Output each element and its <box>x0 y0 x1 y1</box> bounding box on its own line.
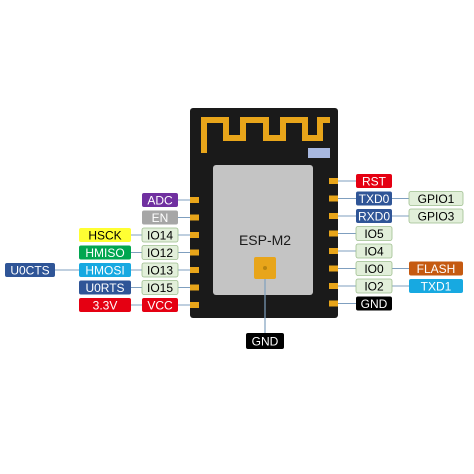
func-label-gpio3: GPIO3 <box>418 209 455 223</box>
pin-label-adc: ADC <box>147 193 173 207</box>
pad-io5 <box>329 230 338 237</box>
pad-io4 <box>329 248 338 254</box>
pad-gnd <box>329 300 338 307</box>
func-label-u0rts-bg <box>79 280 131 295</box>
pin-label-io5-bg <box>355 226 393 241</box>
func-label-txd1-bg <box>409 279 463 293</box>
pin-label-io12-bg <box>141 245 179 260</box>
func-label-u0rts: U0RTS <box>85 281 124 295</box>
func-label-hmiso: HMISO <box>85 246 124 260</box>
pin-label-rst: RST <box>362 174 387 188</box>
func-label-txd1: TXD1 <box>421 279 452 293</box>
pin-label-io2-bg <box>355 278 393 294</box>
pin-label-txd0-bg <box>356 191 392 206</box>
antenna-trace <box>201 117 330 153</box>
pin-label-io5: IO5 <box>364 227 384 241</box>
pin-label-io4: IO4 <box>364 244 384 258</box>
pin-label-io13-bg <box>141 262 179 278</box>
pin-label-io14: IO14 <box>147 228 173 242</box>
pad-io2 <box>329 283 338 289</box>
pin-label-rxd0: RXD0 <box>358 209 390 223</box>
pin-label-io12: IO12 <box>147 246 173 260</box>
func-label-gpio1: GPIO1 <box>418 192 455 206</box>
pin-label-vcc: VCC <box>147 298 173 312</box>
pad-adc <box>190 197 199 203</box>
pin-label-io0-bg <box>355 261 393 276</box>
pin-label-io13: IO13 <box>147 263 173 277</box>
pin-label-io2: IO2 <box>364 279 384 293</box>
pin-label-txd0: TXD0 <box>359 192 390 206</box>
pin-label-en-bg <box>142 210 178 225</box>
pin-label-io0: IO0 <box>364 262 384 276</box>
func-label-hmiso-bg <box>79 245 131 260</box>
func-label-gpio3-bg <box>408 208 464 224</box>
pin-label-adc-bg <box>142 193 178 207</box>
pin-label-gnd: GND <box>361 297 388 311</box>
pad-txd0 <box>329 195 338 202</box>
pad-io0 <box>329 265 338 272</box>
func-label-hsck: HSCK <box>88 228 121 242</box>
pin-label-io15-bg <box>141 280 179 295</box>
pad-io12 <box>190 249 199 256</box>
func-label-u0cts-bg <box>5 263 55 277</box>
module-name: ESP-M2 <box>239 232 291 248</box>
pad-rst <box>329 178 338 184</box>
pad-vcc <box>190 302 199 308</box>
pad-io13 <box>190 267 199 273</box>
pin-label-en: EN <box>152 211 169 225</box>
func-label-hmosi-bg <box>79 263 131 277</box>
pad-rxd0 <box>329 213 338 219</box>
pin-label-io14-bg <box>141 227 179 243</box>
left-pin-group: ADC EN IO14 HSCK IO12 HMISO IO13 HMOSI U0CTS IO15… <box>5 193 199 312</box>
func-label-flash: FLASH <box>417 262 456 276</box>
pin-label-rst-bg <box>356 174 392 188</box>
pin-label-gnd-bg <box>356 296 392 311</box>
pin-label-vcc-bg <box>142 298 178 312</box>
func-label-hsck-bg <box>79 228 131 242</box>
pin-label-io4-bg <box>355 243 393 259</box>
bottom-gnd-label: GND <box>252 335 279 349</box>
pin-label-io15: IO15 <box>147 281 173 295</box>
ground-pad-dot <box>263 266 267 270</box>
shield-can <box>213 165 313 295</box>
pin-label-rxd0-bg <box>356 209 392 223</box>
pad-io15 <box>190 284 199 291</box>
bottom-gnd-label-bg <box>246 333 284 349</box>
func-label-3-3v: 3.3V <box>93 298 118 312</box>
pad-io14 <box>190 232 199 238</box>
pad-en <box>190 214 199 221</box>
func-label-3-3v-bg <box>79 298 131 312</box>
func-label-gpio1-bg <box>408 191 464 206</box>
status-led <box>308 148 330 158</box>
func-label-flash-bg <box>409 261 463 276</box>
func-label-hmosi: HMOSI <box>85 263 124 277</box>
func-label-u0cts: U0CTS <box>10 263 49 277</box>
